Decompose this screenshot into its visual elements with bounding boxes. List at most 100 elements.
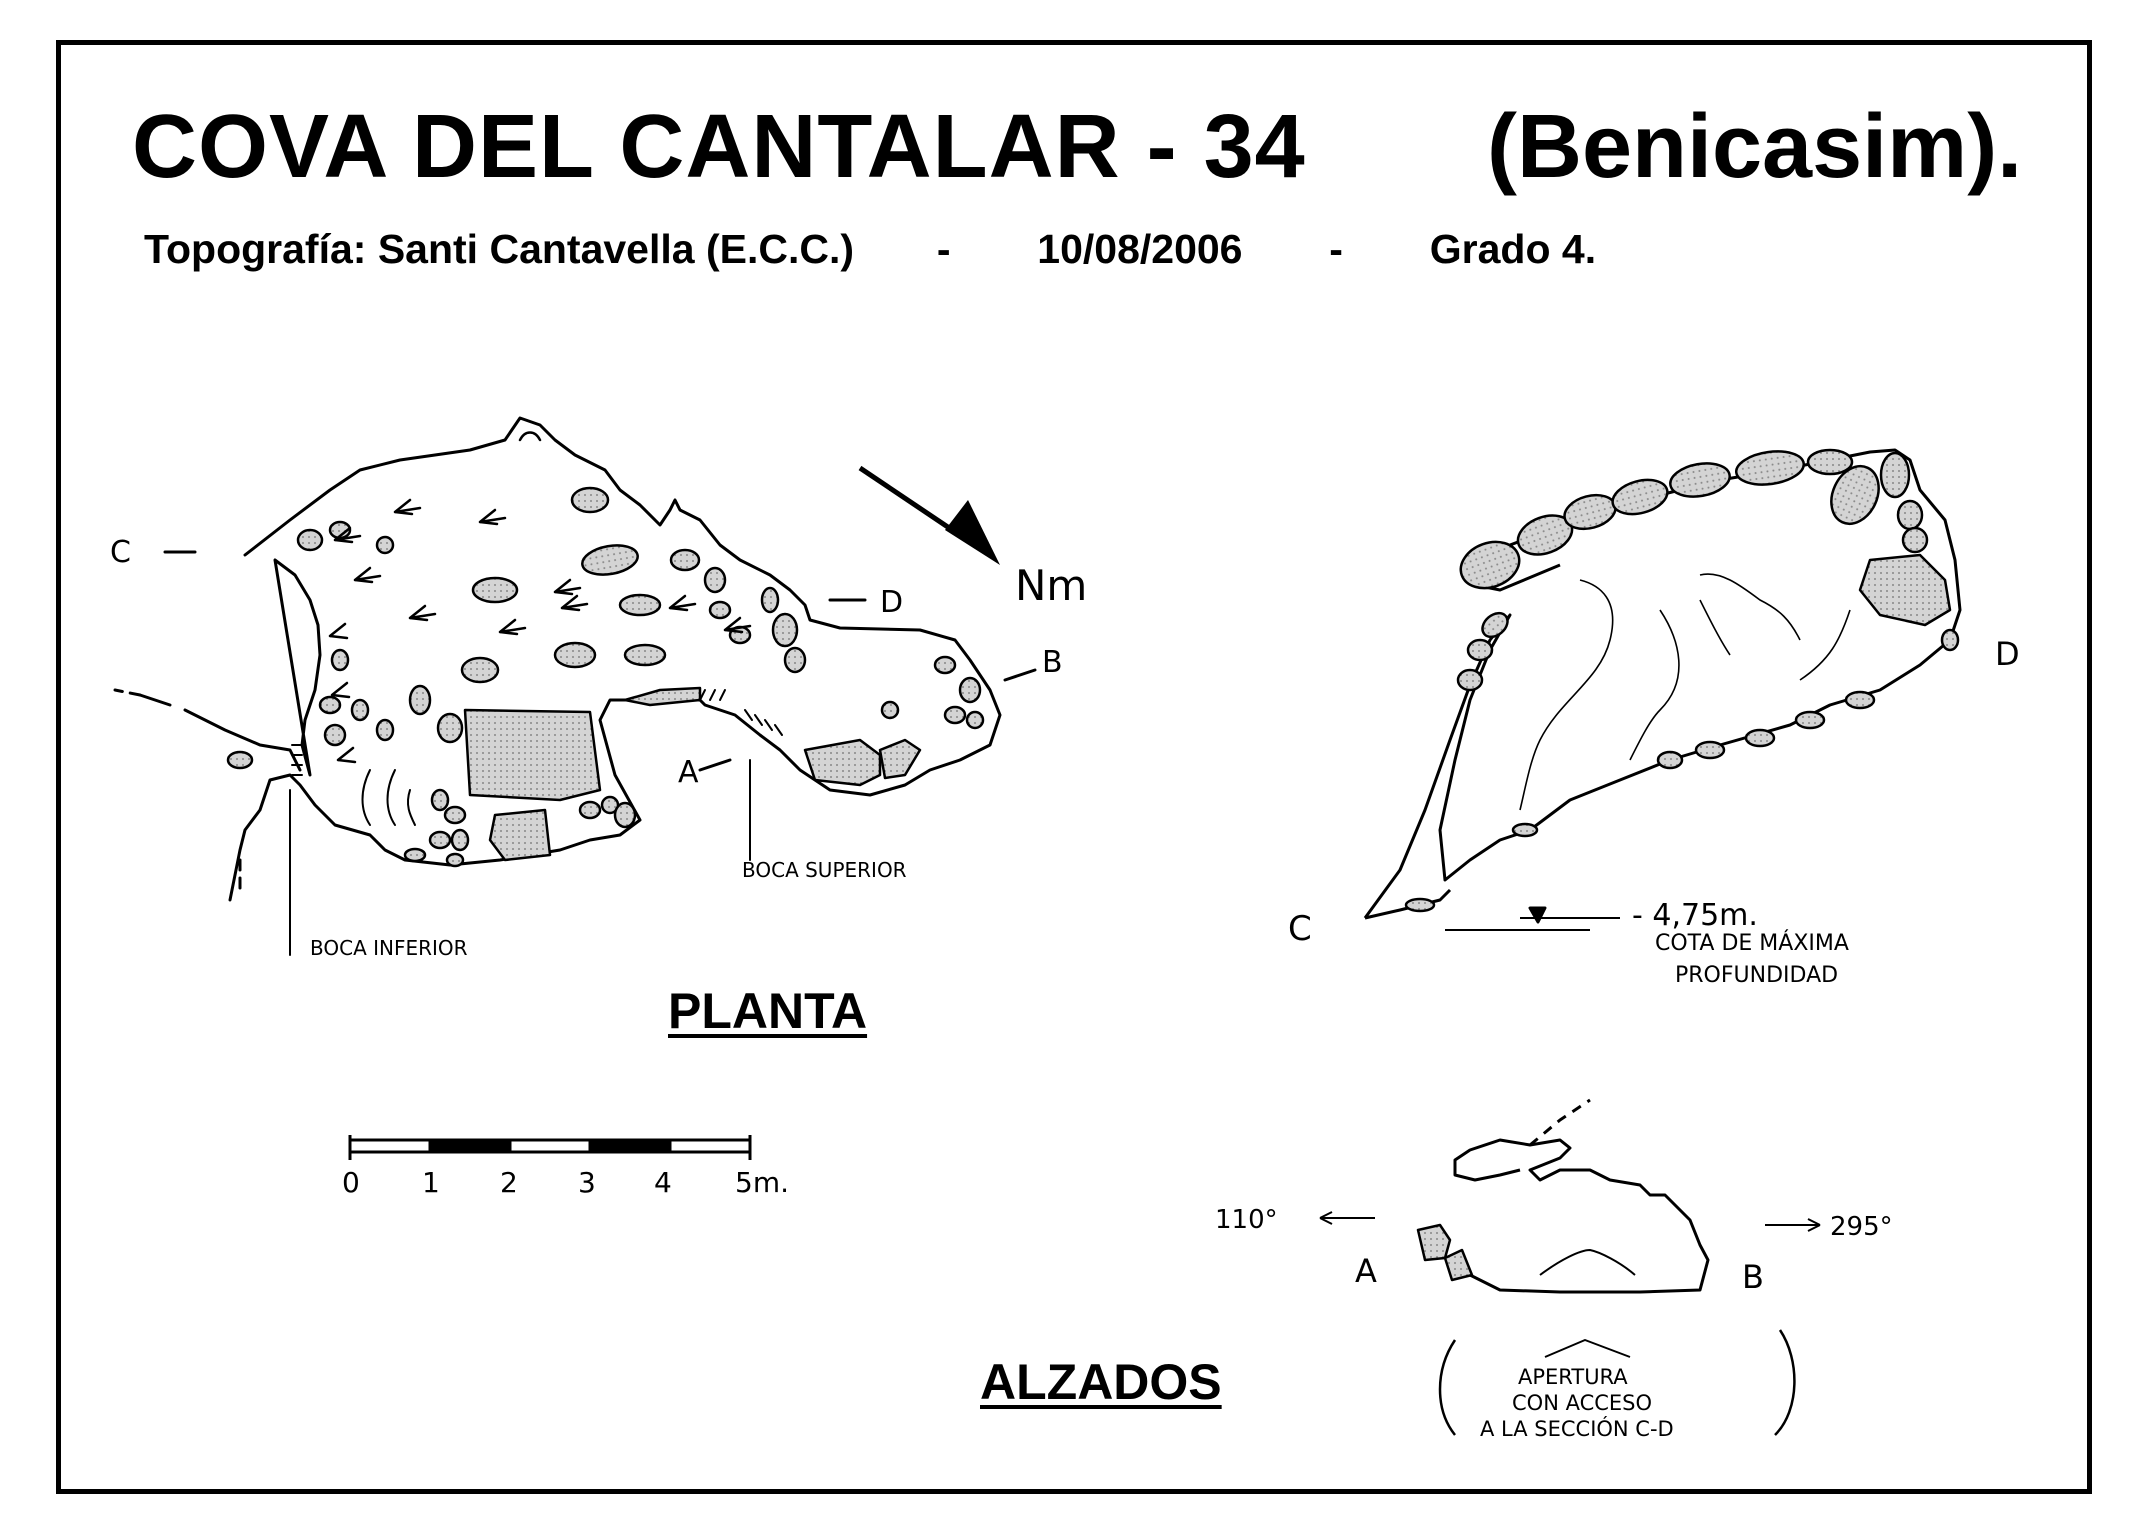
scale-tick: 0 — [342, 1166, 360, 1199]
plan-cave-outline — [228, 416, 1002, 902]
section-note: APERTURA — [1518, 1365, 1628, 1389]
section-ab-dashed — [1529, 1098, 1591, 1147]
boulder — [403, 847, 427, 863]
marker-a: A — [678, 755, 699, 790]
marker-b: B — [1042, 645, 1063, 680]
boulder — [1694, 740, 1726, 760]
boulder — [460, 656, 500, 684]
section-ab-marker-a: A — [1355, 1252, 1377, 1290]
boulder-large — [488, 808, 552, 862]
boulder — [708, 600, 732, 620]
section-cd-boulders — [1404, 448, 1960, 913]
boulder — [623, 643, 667, 667]
section-ab — [1319, 1098, 1821, 1436]
boulder — [318, 695, 342, 715]
scale-tick: 4 — [654, 1166, 672, 1199]
plan-view-heading: PLANTA — [668, 983, 868, 1039]
plan-boulders — [226, 486, 985, 868]
boulder — [471, 576, 519, 604]
bearing-left: 110° — [1215, 1205, 1278, 1235]
boulder — [1669, 462, 1731, 498]
entrance-hatches — [291, 689, 783, 776]
boulder — [428, 830, 452, 850]
boulder — [226, 750, 254, 770]
boulder — [450, 828, 470, 852]
boulder — [1830, 465, 1880, 525]
boulder — [330, 648, 350, 672]
boulder — [1940, 628, 1960, 652]
boulder — [581, 544, 639, 576]
boulder — [553, 641, 597, 669]
section-cd-marker-c: C — [1288, 909, 1312, 949]
plan-left-passage-dashed — [113, 688, 142, 697]
boulder — [1456, 668, 1484, 692]
boulder — [1901, 526, 1929, 554]
boulder — [1511, 822, 1539, 838]
bearing-right: 295° — [1830, 1212, 1893, 1242]
plan-slope-arrows — [328, 431, 752, 764]
subtitle-separator: - — [936, 226, 951, 272]
scale-tick: 3 — [578, 1166, 596, 1199]
boulder-large — [463, 708, 602, 802]
boulder — [623, 686, 702, 707]
boulder — [443, 805, 467, 825]
plan-view — [113, 416, 1037, 956]
boulder — [760, 586, 780, 614]
boulder — [618, 593, 662, 617]
boulder — [1735, 450, 1805, 486]
marker-c: C — [110, 535, 131, 570]
boulder — [323, 723, 347, 747]
scale-tick: 2 — [500, 1166, 518, 1199]
scale-tick: 1 — [422, 1166, 440, 1199]
boulder — [1443, 1248, 1474, 1282]
boulder — [965, 710, 985, 730]
boulder — [570, 486, 610, 514]
boulder — [880, 700, 900, 720]
boulder — [1806, 448, 1854, 476]
boulder-large — [1858, 553, 1952, 627]
note-bracket-right — [1774, 1329, 1796, 1436]
boulder — [445, 852, 465, 868]
boulder — [1794, 710, 1826, 730]
section-line-b — [1003, 668, 1037, 682]
section-ab-boulders — [1416, 1223, 1474, 1282]
note-caret — [1544, 1339, 1631, 1358]
map-frame — [56, 40, 2092, 1494]
depth-marker — [1528, 906, 1547, 924]
cave-grade: Grado 4. — [1429, 226, 1597, 272]
boulder-large — [878, 738, 922, 780]
north-label: Nm — [1015, 561, 1087, 610]
boulder — [436, 712, 464, 744]
boulder — [296, 528, 324, 552]
section-note: A LA SECCIÓN C-D — [1480, 1416, 1674, 1441]
note-bracket-left — [1438, 1339, 1457, 1436]
plan-left-passage — [138, 693, 302, 772]
map-title: COVA DEL CANTALAR - 34 — [132, 97, 1306, 197]
depth-caption: PROFUNDIDAD — [1675, 963, 1838, 988]
boulder — [1879, 451, 1911, 499]
boulder — [408, 684, 432, 716]
depth-caption: COTA DE MÁXIMA — [1655, 930, 1849, 956]
boulder — [933, 655, 957, 675]
entrance-lower-label: BOCA INFERIOR — [310, 936, 468, 960]
section-ab-ridge — [1539, 1249, 1636, 1276]
entrance-upper-label: BOCA SUPERIOR — [742, 858, 907, 882]
boulder — [350, 698, 370, 722]
boulder — [1404, 897, 1436, 913]
survey-date: 10/08/2006 — [1037, 226, 1243, 272]
boulder-large — [803, 738, 882, 787]
scale-bar — [348, 1135, 752, 1160]
boulder — [578, 800, 602, 820]
scale-tick: 5m. — [735, 1166, 789, 1199]
section-cd — [1363, 448, 1962, 931]
boulder — [613, 801, 637, 829]
north-arrow — [858, 465, 1000, 565]
boulder — [1466, 638, 1494, 662]
boulder — [375, 535, 395, 555]
boulder — [375, 718, 395, 742]
boulder — [1844, 690, 1876, 710]
boulder — [1611, 478, 1669, 516]
doline-arcs — [361, 769, 416, 826]
section-line-a — [698, 758, 732, 772]
